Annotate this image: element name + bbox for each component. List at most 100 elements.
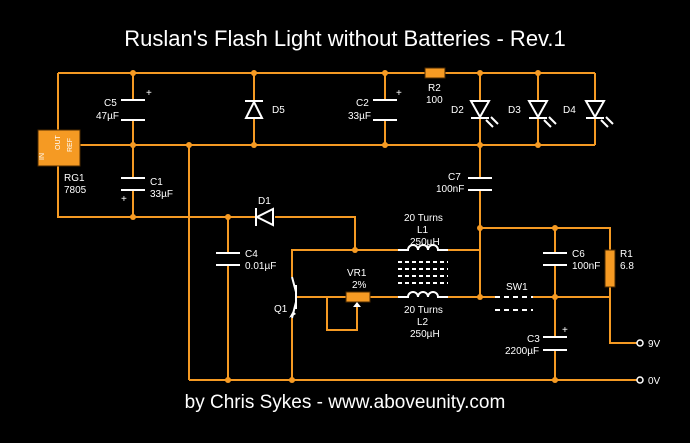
junctions — [130, 70, 558, 383]
junction-dot — [382, 142, 388, 148]
junction-dot — [225, 377, 231, 383]
potentiometer-vr1: VR1 2% — [345, 268, 371, 307]
capacitor-c4: C4 0.01µF — [216, 249, 276, 272]
inductor-core — [398, 261, 448, 284]
c4-ref: C4 — [245, 249, 258, 260]
led-d2: D2 — [451, 100, 499, 128]
terminal-9v-label: 9V — [648, 339, 661, 350]
regulator-rg1: IN OUT REF RG1 7805 — [37, 129, 87, 196]
l2-value: 250µH — [410, 329, 440, 340]
c4-value: 0.01µF — [245, 261, 276, 272]
c6-ref: C6 — [572, 249, 585, 260]
wire-regulator-gnd — [57, 166, 240, 218]
r1-ref: R1 — [620, 249, 633, 260]
capacitor-c6: C6 100nF — [543, 249, 600, 272]
capacitor-c5: + C5 47µF — [96, 88, 152, 122]
junction-dot — [477, 294, 483, 300]
inductor-l1: 20 Turns L1 250µH — [398, 213, 448, 251]
diode-d5: D5 — [244, 99, 285, 119]
junction-dot — [552, 294, 558, 300]
junction-dot — [477, 142, 483, 148]
sw1-ref: SW1 — [506, 282, 528, 293]
junction-dot — [382, 70, 388, 76]
regulator-pin-in: IN — [39, 153, 46, 160]
d1-ref: D1 — [258, 196, 271, 207]
q1-ref: Q1 — [274, 304, 288, 315]
capacitor-c1: + C1 33µF — [121, 177, 173, 205]
wire-vr1-wiper — [326, 297, 358, 331]
rg1-value: 7805 — [64, 185, 87, 196]
c5-ref: C5 — [104, 98, 117, 109]
c2-ref: C2 — [356, 98, 369, 109]
resistor-r2: R2 100 — [424, 67, 446, 106]
junction-dot — [130, 70, 136, 76]
terminal-0v-label: 0V — [648, 376, 661, 387]
led-d3: D3 — [508, 100, 557, 128]
capacitor-c2: + C2 33µF — [348, 88, 402, 122]
junction-dot — [251, 142, 257, 148]
junction-dot — [251, 70, 257, 76]
l2-turns: 20 Turns — [404, 305, 443, 316]
d4-ref: D4 — [563, 105, 576, 116]
junction-dot — [186, 142, 192, 148]
c3-polarity: + — [562, 325, 568, 336]
junction-dot — [130, 142, 136, 148]
regulator-pin-out: OUT — [55, 135, 62, 151]
junction-dot — [477, 225, 483, 231]
c1-polarity: + — [121, 194, 127, 205]
rg1-ref: RG1 — [64, 173, 85, 184]
c3-value: 2200µF — [505, 346, 539, 357]
r1-value: 6.8 — [620, 261, 634, 272]
c5-value: 47µF — [96, 111, 119, 122]
junction-dot — [352, 247, 358, 253]
c1-ref: C1 — [150, 177, 163, 188]
c7-value: 100nF — [436, 184, 464, 195]
c6-value: 100nF — [572, 261, 600, 272]
regulator-pin-ref: REF — [67, 138, 74, 152]
wire-r1-9v — [609, 287, 637, 344]
vr1-value: 2% — [352, 280, 367, 291]
author-credit: by Chris Sykes - www.aboveunity.com — [184, 392, 506, 413]
c2-polarity: + — [396, 88, 402, 99]
wire-c6-r1-top — [480, 227, 611, 250]
junction-dot — [552, 225, 558, 231]
resistor-r1: R1 6.8 — [604, 249, 634, 288]
wire-sw1-right — [533, 275, 611, 298]
inductor-l2: 20 Turns L2 250µH — [398, 291, 448, 340]
junction-dot — [289, 377, 295, 383]
terminal-9v: 9V — [636, 339, 661, 350]
vr1-ref: VR1 — [347, 268, 367, 279]
wire-d1 — [240, 216, 356, 250]
junction-dot — [130, 214, 136, 220]
d2-ref: D2 — [451, 105, 464, 116]
junction-dot — [225, 214, 231, 220]
capacitor-c3: + C3 2200µF — [505, 325, 568, 357]
l2-ref: L2 — [417, 317, 429, 328]
junction-dot — [477, 70, 483, 76]
c1-value: 33µF — [150, 189, 173, 200]
d5-ref: D5 — [272, 105, 285, 116]
junction-dot — [535, 70, 541, 76]
c3-ref: C3 — [527, 334, 540, 345]
led-d4: D4 — [563, 100, 614, 128]
diagram-title: Ruslan's Flash Light without Batteries -… — [124, 26, 566, 51]
capacitor-c7: C7 100nF — [436, 172, 492, 195]
d3-ref: D3 — [508, 105, 521, 116]
l1-turns: 20 Turns — [404, 213, 443, 224]
regulator-body — [37, 129, 81, 167]
junction-dot — [552, 377, 558, 383]
c2-value: 33µF — [348, 111, 371, 122]
diode-d1: D1 — [254, 196, 274, 227]
wire-q1-collector — [291, 249, 355, 277]
l1-value: 250µH — [410, 237, 440, 248]
r2-ref: R2 — [428, 83, 441, 94]
c7-ref: C7 — [448, 172, 461, 183]
transistor-q1: Q1 — [274, 276, 297, 319]
c5-polarity: + — [146, 88, 152, 99]
junction-dot — [535, 142, 541, 148]
l1-ref: L1 — [417, 225, 429, 236]
switch-sw1: SW1 — [495, 282, 533, 311]
terminal-0v: 0V — [636, 376, 661, 387]
r2-value: 100 — [426, 95, 443, 106]
